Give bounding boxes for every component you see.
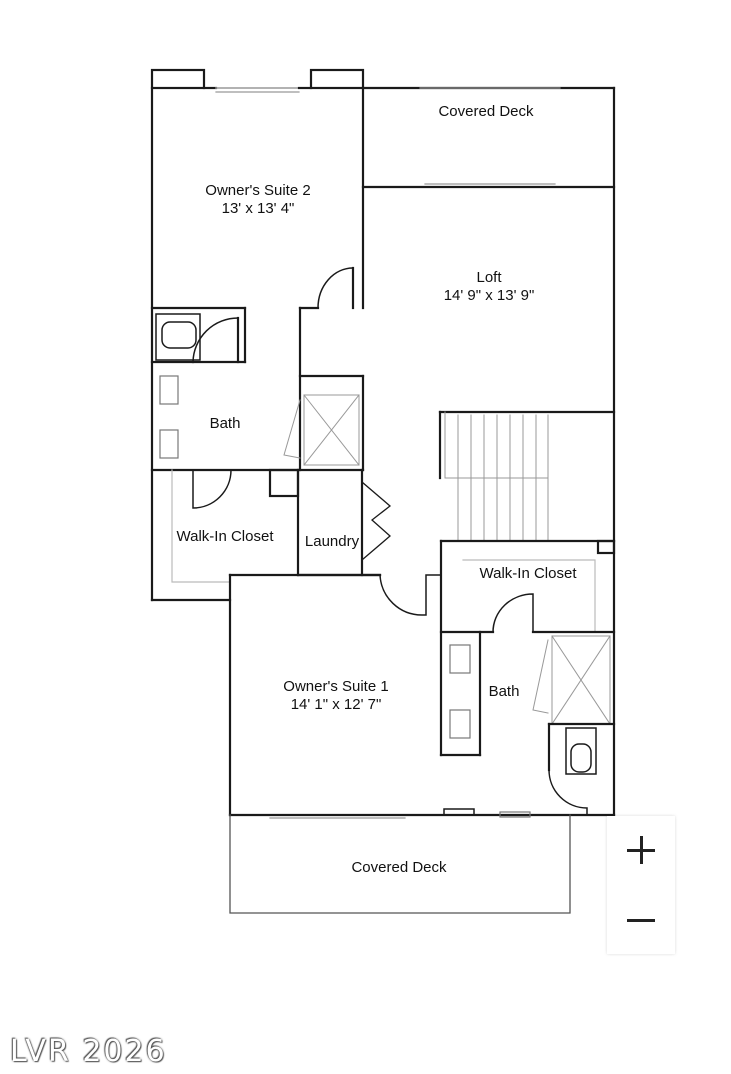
zoom-in-button[interactable] [607, 816, 675, 884]
watermark: LVR 2026 [10, 1034, 167, 1069]
owners-suite-2-size: 13' x 13' 4" [222, 200, 295, 217]
owners-suite-2-label: Owner's Suite 2 [205, 182, 310, 199]
owners-suite-1-size: 14' 1" x 12' 7" [291, 696, 382, 713]
wall-top-left-block [150, 68, 206, 90]
loft-size: 14' 9" x 13' 9" [444, 287, 535, 304]
loft-label: Loft [476, 269, 502, 286]
bath-lower-label: Bath [489, 683, 520, 700]
minus-icon [627, 906, 655, 934]
laundry-label: Laundry [305, 533, 360, 550]
wall-top-right-block [309, 68, 365, 90]
owners-suite-1-label: Owner's Suite 1 [283, 678, 388, 695]
plus-icon [627, 836, 655, 864]
bath-upper-label: Bath [210, 415, 241, 432]
walk-in-closet-left-label: Walk-In Closet [177, 528, 275, 545]
zoom-out-button[interactable] [607, 886, 675, 954]
covered-deck-bottom-label: Covered Deck [351, 859, 447, 876]
walk-in-closet-right-label: Walk-In Closet [480, 565, 578, 582]
zoom-control [607, 816, 675, 954]
covered-deck-top-label: Covered Deck [438, 103, 534, 120]
